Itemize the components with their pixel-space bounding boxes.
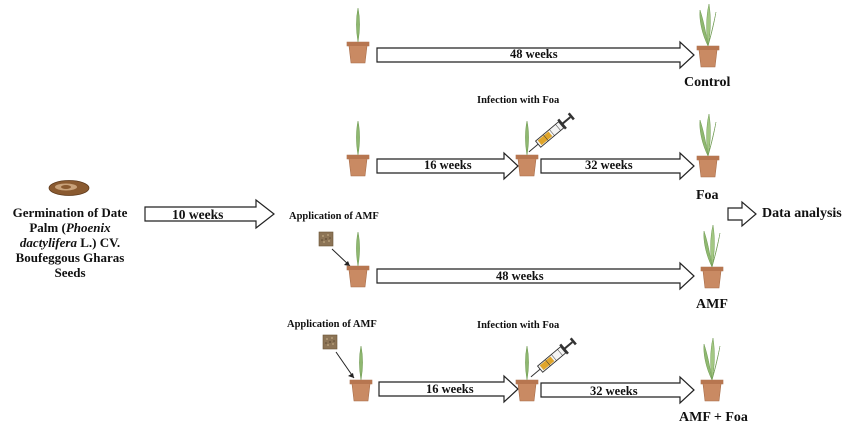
amf-inoculum-icon — [318, 231, 334, 247]
duration-label: 32 weeks — [590, 384, 638, 398]
arrow-data-analysis — [727, 200, 757, 228]
date-seed-icon — [48, 180, 90, 196]
syringe-icon — [526, 334, 580, 383]
result-amf-foa-label: AMF + Foa — [679, 410, 748, 425]
sprout-icon — [356, 7, 360, 43]
pot-icon — [346, 265, 370, 288]
result-amf-label: AMF — [696, 297, 728, 312]
duration-label: 48 weeks — [496, 269, 544, 283]
infection-event-label: Infection with Foa — [477, 320, 560, 331]
arrow-32-weeks — [540, 375, 695, 405]
arrow-32-weeks — [540, 151, 695, 181]
sprout-icon — [359, 345, 363, 381]
pot-icon — [349, 379, 373, 402]
sprout-icon — [356, 231, 360, 267]
sprout-icon — [356, 120, 360, 156]
first-step-duration: 10 weeks — [172, 207, 224, 222]
pot-icon — [700, 379, 724, 402]
source-germination-label: Germination of Date Palm (Phoenix dactyl… — [12, 205, 128, 280]
row-control-graphics — [346, 3, 720, 70]
duration-label: 32 weeks — [585, 158, 633, 172]
pot-icon — [696, 155, 720, 178]
duration-label: 16 weeks — [424, 158, 472, 172]
infection-event-label: Infection with Foa — [477, 95, 560, 106]
sprout-icon — [525, 120, 529, 156]
amf-application-label: Application of AMF — [287, 319, 377, 330]
duration-label: 16 weeks — [426, 382, 474, 396]
pot-icon — [696, 45, 720, 68]
amf-application-label: Application of AMF — [289, 211, 379, 222]
grown-plant-icon — [699, 3, 717, 47]
arrow-48-weeks — [376, 40, 695, 70]
arrow-10-weeks — [144, 198, 275, 230]
arrow-48-weeks — [376, 261, 695, 291]
grown-plant-icon — [703, 337, 721, 381]
sprout-icon — [525, 345, 529, 381]
result-control-label: Control — [684, 75, 731, 90]
duration-label: 48 weeks — [510, 47, 558, 61]
amf-inoculum-icon — [322, 334, 338, 350]
data-analysis-label: Data analysis — [762, 206, 842, 221]
result-foa-label: Foa — [696, 188, 719, 203]
pot-icon — [346, 154, 370, 177]
pot-icon — [515, 379, 539, 402]
pot-icon — [346, 41, 370, 64]
pot-icon — [515, 154, 539, 177]
syringe-icon — [524, 109, 578, 158]
row-amf-graphics — [318, 224, 724, 291]
grown-plant-icon — [699, 113, 717, 157]
pot-icon — [700, 266, 724, 289]
row-amf-foa-graphics — [322, 334, 724, 405]
arrow-16-weeks — [378, 374, 519, 404]
row-foa-graphics — [346, 109, 720, 181]
arrow-16-weeks — [376, 151, 519, 181]
grown-plant-icon — [703, 224, 721, 268]
